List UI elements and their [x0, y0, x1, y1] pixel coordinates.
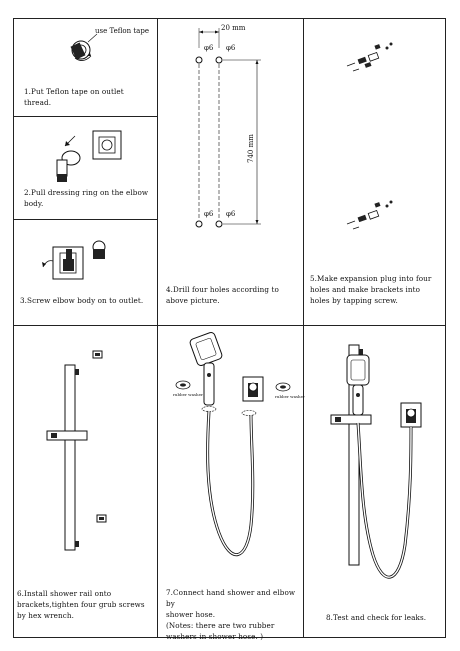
drill-holes-diagram: 20 mm φ6 φ6 φ6 φ6 740 mm — [195, 24, 261, 228]
bracket-set-bottom — [346, 200, 393, 230]
leak-test-illustration — [330, 344, 422, 579]
step2-caption: 2.Pull dressing ring on the elbow body. — [24, 188, 149, 208]
outlet-thread-icon — [70, 40, 92, 61]
screw-elbow-illustration — [42, 240, 106, 280]
hand-shower — [346, 354, 370, 416]
shower-rail-illustration — [46, 350, 107, 551]
dressing-ring-illustration — [56, 130, 122, 182]
bracket-icon — [92, 350, 103, 359]
elbow-icon — [56, 150, 81, 182]
elbow-icon — [92, 240, 106, 259]
hole-top-left — [195, 56, 203, 64]
hole-diameter-label: φ6 — [204, 210, 214, 218]
rubber-washer-label: rubber washer — [173, 392, 203, 397]
step5-caption: 5.Make expansion plug into four holes an… — [310, 274, 432, 305]
bracket-set-top — [346, 42, 393, 72]
hole-diameter-label: φ6 — [204, 44, 214, 52]
flange-icon — [92, 130, 122, 160]
instruction-sheet — [13, 18, 446, 638]
teflon-tape-label: use Teflon tape — [95, 27, 149, 35]
divider — [157, 18, 158, 638]
step6-caption: 6.Install shower rail onto brackets,tigh… — [17, 589, 145, 620]
connect-hose-illustration: rubber washer rubber washer — [173, 332, 305, 556]
divider — [13, 219, 157, 220]
hole-diameter-label: φ6 — [226, 210, 236, 218]
rubber-washer-left: rubber washer — [173, 380, 203, 397]
step1-caption: 1.Put Teflon tape on outlet thread. — [24, 87, 124, 107]
shower-hose — [356, 422, 413, 579]
elbow-outlet-icon — [400, 402, 422, 428]
step8-caption: 8.Test and check for leaks. — [326, 613, 427, 622]
step3-caption: 3.Screw elbow body on to outlet. — [20, 296, 144, 305]
elbow-outlet-icon — [242, 376, 264, 402]
shower-hose — [206, 410, 255, 556]
expansion-plug-illustration — [346, 42, 393, 230]
elbow-outlet-icon — [52, 246, 84, 280]
hole-top-right — [215, 56, 223, 64]
height-dimension-label: 740 mm — [247, 134, 255, 163]
shower-rail — [46, 364, 88, 551]
divider — [303, 18, 304, 638]
rubber-washer-right: rubber washer — [275, 382, 305, 399]
rubber-washer-label: rubber washer — [275, 394, 305, 399]
teflon-tape-illustration: use Teflon tape — [70, 27, 149, 61]
hole-bottom-right — [215, 220, 223, 228]
hole-bottom-left — [195, 220, 203, 228]
hole-diameter-label: φ6 — [226, 44, 236, 52]
bracket-icon — [96, 514, 107, 523]
step4-caption: 4.Drill four holes according to above pi… — [166, 285, 279, 305]
hand-shower — [189, 332, 223, 406]
width-dimension-label: 20 mm — [221, 24, 246, 32]
divider — [13, 116, 157, 117]
divider — [13, 325, 446, 326]
step7-caption: 7.Connect hand shower and elbow by showe… — [166, 588, 296, 641]
